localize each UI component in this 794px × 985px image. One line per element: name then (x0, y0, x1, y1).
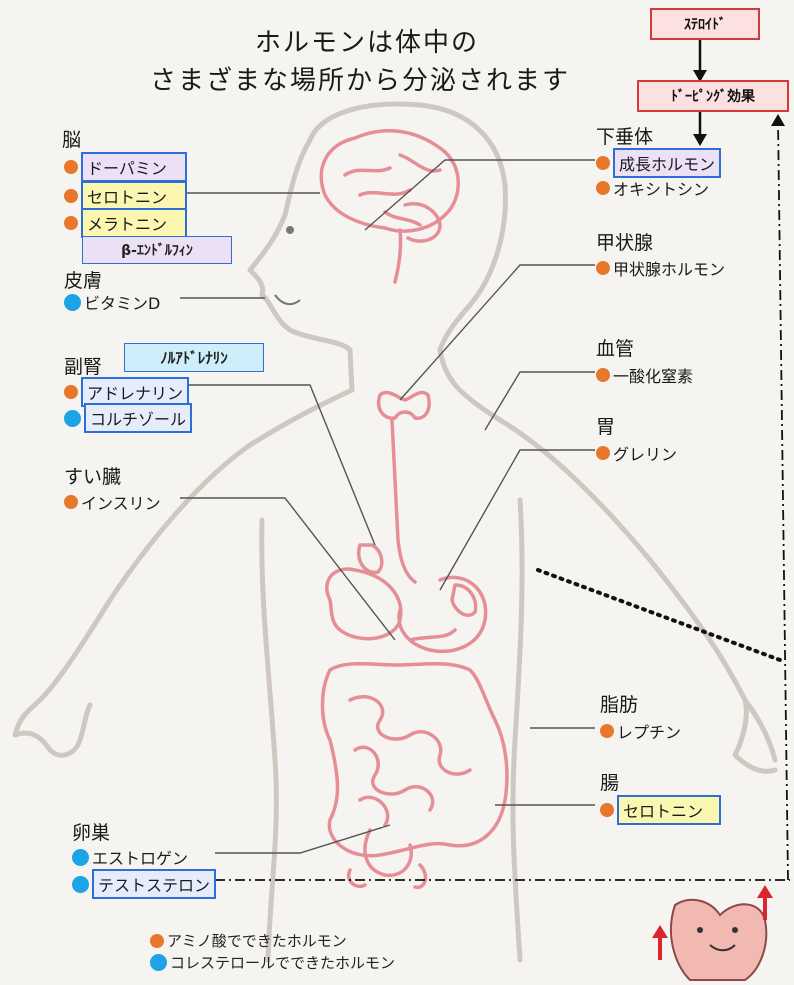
beta-endorphin-label: β-ｴﾝﾄﾞﾙﾌｨﾝ (82, 236, 232, 264)
hormone-vitamin-d: ビタミンD (64, 290, 160, 314)
organ-stomach: 胃 (596, 412, 615, 439)
hormone-ghrelin: グレリン (596, 441, 677, 465)
doping-label: ﾄﾞｰﾋﾟﾝｸﾞ効果 (637, 80, 789, 112)
hormone-serotonin-brain: セロトニン (64, 181, 187, 211)
hormone-nitric-oxide: 一酸化窒素 (596, 363, 693, 387)
hormone-thyroid: 甲状腺ホルモン (596, 256, 725, 280)
amino-acid-dot (596, 156, 610, 170)
organ-pancreas: すい臓 (64, 462, 121, 489)
organ-brain: 脳 (62, 125, 81, 152)
hormone-insulin: インスリン (64, 490, 161, 514)
cholesterol-dot (72, 876, 89, 893)
cholesterol-dot (72, 849, 89, 866)
amino-acid-dot (600, 803, 614, 817)
hormone-growth-hormone: 成長ホルモン (596, 148, 721, 178)
amino-acid-dot (600, 724, 614, 738)
hormone-dopamine: ドーパミン (64, 152, 187, 182)
page-title-line1: ホルモンは体中の (255, 22, 479, 59)
amino-acid-dot (596, 446, 610, 460)
cholesterol-dot (64, 294, 81, 311)
amino-acid-dot (596, 368, 610, 382)
organ-ovary: 卵巣 (72, 818, 110, 845)
amino-acid-dot (596, 261, 610, 275)
organ-skin: 皮膚 (64, 266, 102, 293)
organ-thyroid: 甲状腺 (596, 228, 653, 255)
hormone-melatonin: メラトニン (64, 208, 187, 238)
hormone-serotonin-intestine: セロトニン (600, 795, 721, 825)
amino-acid-dot (64, 216, 78, 230)
organ-fat: 脂肪 (600, 690, 638, 717)
amino-acid-dot (64, 160, 78, 174)
hormone-leptin: レプチン (600, 719, 681, 743)
organ-adrenal: 副腎 (64, 352, 102, 379)
steroid-label: ｽﾃﾛｲﾄﾞ (650, 8, 760, 40)
organ-intestine: 腸 (600, 768, 619, 795)
legend-cholesterol: コレステロールでできたホルモン (150, 952, 395, 973)
hormone-cortisol: コルチゾール (64, 403, 192, 433)
organ-pituitary: 下垂体 (596, 122, 653, 149)
hormone-estrogen: エストロゲン (72, 845, 188, 869)
cholesterol-dot (64, 410, 81, 427)
legend-amino: アミノ酸でできたホルモン (150, 930, 347, 951)
amino-acid-dot (64, 189, 78, 203)
amino-acid-dot (596, 181, 610, 195)
amino-acid-dot (64, 495, 78, 509)
hormone-testosterone: テストステロン (72, 869, 216, 899)
eye (286, 226, 294, 234)
page-title-line2: さまざまな場所から分泌されます (150, 60, 570, 97)
organ-vessel: 血管 (596, 334, 634, 361)
noradrenaline-label: ﾉﾙｱﾄﾞﾚﾅﾘﾝ (124, 343, 264, 372)
amino-acid-dot (150, 934, 164, 948)
cholesterol-dot (150, 954, 167, 971)
amino-acid-dot (64, 385, 78, 399)
hormone-oxytocin: オキシトシン (596, 176, 709, 200)
